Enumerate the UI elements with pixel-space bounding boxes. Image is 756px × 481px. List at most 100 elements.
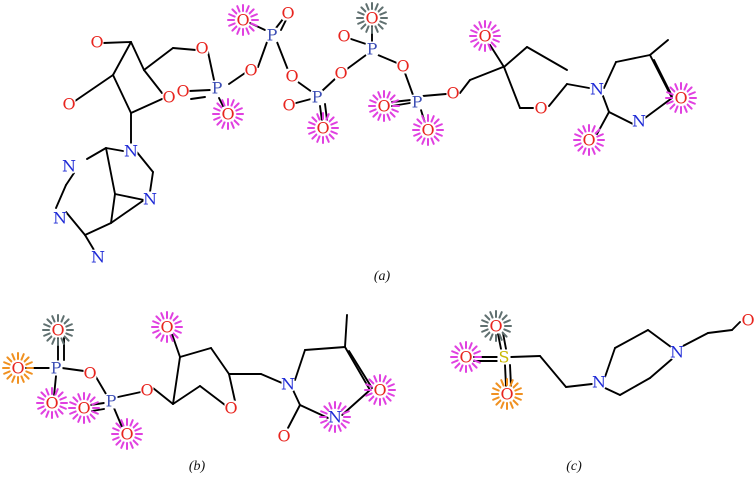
halo-b_O_3p bbox=[151, 311, 183, 343]
atom-bg-b_O_left bbox=[11, 360, 25, 376]
bond-b-5 bbox=[95, 376, 107, 395]
atom-bg-b_O_ring bbox=[224, 400, 238, 416]
bond-a-59 bbox=[649, 54, 673, 99]
bond-b-28 bbox=[287, 404, 301, 429]
bond-a-15 bbox=[84, 222, 112, 236]
atom-b_O_left: O bbox=[11, 359, 24, 378]
bond-b-17 bbox=[228, 373, 236, 402]
bond-a-2 bbox=[112, 41, 132, 76]
halo-b_O_top bbox=[42, 314, 74, 346]
atom-a_O_b2: O bbox=[285, 67, 298, 86]
atom-b_P2: P bbox=[106, 392, 117, 411]
atom-bg-b_N3 bbox=[328, 409, 342, 425]
atom-a_O_p1b: O bbox=[221, 105, 234, 124]
atom-bg-a_O_b1 bbox=[244, 62, 258, 78]
bond-a-50 bbox=[503, 46, 528, 68]
atom-a_P2: P bbox=[267, 26, 278, 45]
atom-bg-a_O_p5a bbox=[377, 98, 391, 114]
atom-b_N3: N bbox=[328, 408, 342, 427]
halo-a_O_p3b bbox=[307, 112, 339, 144]
atom-a_P4: P bbox=[367, 40, 378, 59]
atom-bg-a_P1 bbox=[210, 80, 224, 96]
bond-a-7 bbox=[143, 47, 174, 71]
atom-a_O_p4a: O bbox=[337, 27, 350, 46]
atom-a_O_r1: O bbox=[90, 33, 103, 52]
atom-bg-a_O_p1b bbox=[221, 106, 235, 122]
bond-c-12 bbox=[682, 332, 709, 347]
atom-bg-a_O_5p bbox=[195, 40, 209, 56]
atom-bg-a_O_p5b bbox=[421, 122, 435, 138]
bond-c-6 bbox=[510, 355, 541, 358]
atom-b_O_bot1: O bbox=[45, 394, 58, 413]
atom-a_N3: N bbox=[62, 157, 76, 176]
bond-b-25 bbox=[341, 389, 371, 416]
bond-b-9 bbox=[117, 391, 142, 398]
atom-b_O_5p: O bbox=[140, 381, 153, 400]
atom-a_O_b3: O bbox=[334, 64, 347, 83]
bond-b-7 bbox=[91, 408, 105, 412]
bond-a-4 bbox=[112, 74, 132, 114]
bond-a-26 bbox=[218, 97, 225, 109]
halo-a_O_p1b bbox=[212, 98, 244, 130]
atom-a_O_p2b: O bbox=[281, 4, 294, 23]
atom-a_O_p4b: O bbox=[365, 9, 378, 28]
halo-a_O_p2a bbox=[227, 4, 259, 36]
bond-c-15 bbox=[604, 387, 621, 396]
atom-bg-b_O_5p bbox=[140, 382, 154, 398]
bond-a-11 bbox=[86, 147, 107, 160]
atom-b_O_2: O bbox=[277, 427, 290, 446]
bond-a-22 bbox=[84, 234, 95, 251]
atom-bg-a_O_r2 bbox=[62, 96, 76, 112]
atom-bg-a_P3 bbox=[310, 89, 324, 105]
bond-a-3 bbox=[74, 74, 114, 102]
atom-bg-a_O_p4a bbox=[337, 28, 351, 44]
bond-b-12 bbox=[199, 385, 226, 406]
atom-b_O_low: O bbox=[77, 399, 90, 418]
atom-a_O_b4: O bbox=[396, 57, 409, 76]
caption-b: (b) bbox=[189, 459, 206, 474]
atom-bg-b_O_low bbox=[77, 400, 91, 416]
atom-bg-a_O_p2a bbox=[236, 12, 250, 28]
bond-a-46 bbox=[422, 93, 447, 97]
atom-bg-a_O_p3b bbox=[316, 120, 330, 136]
bond-a-28 bbox=[257, 41, 268, 68]
halo-b_O_4 bbox=[364, 374, 396, 406]
bond-a-6 bbox=[143, 69, 163, 94]
bond-a-34 bbox=[295, 98, 312, 104]
atom-c_O_left: O bbox=[459, 348, 472, 367]
bond-a-23 bbox=[207, 51, 215, 81]
bond-a-33 bbox=[297, 81, 313, 93]
atom-bg-a_O_p1a bbox=[176, 83, 190, 99]
bond-a-13 bbox=[55, 184, 67, 209]
bond-c-8 bbox=[565, 383, 593, 388]
bond-a-39 bbox=[350, 38, 367, 45]
bond-a-18 bbox=[114, 193, 145, 201]
bond-c-0 bbox=[497, 333, 502, 350]
bond-a-60 bbox=[653, 59, 673, 97]
atom-bg-a_N1 bbox=[53, 210, 67, 226]
atom-bg-a_N1t bbox=[590, 81, 604, 97]
halo-b_O_p2b bbox=[111, 418, 143, 450]
atom-bg-a_O_5p2 bbox=[446, 85, 460, 101]
atom-a_N1t: N bbox=[590, 80, 604, 99]
atom-a_N7: N bbox=[143, 190, 157, 209]
bond-a-38 bbox=[346, 54, 367, 70]
bond-a-35 bbox=[319, 105, 323, 122]
bond-a-42 bbox=[404, 72, 414, 96]
atom-bg-a_O_b3 bbox=[334, 65, 348, 81]
bond-a-31 bbox=[280, 19, 287, 31]
atom-bg-b_O_p2b bbox=[120, 426, 134, 442]
atom-c_S: S bbox=[499, 348, 510, 367]
atom-bg-a_O_b4 bbox=[396, 58, 410, 74]
bond-a-16 bbox=[110, 193, 116, 224]
bond-a-49 bbox=[489, 44, 505, 68]
bond-a-21 bbox=[149, 171, 154, 193]
atom-a_P3: P bbox=[312, 88, 323, 107]
bond-c-11 bbox=[647, 329, 672, 348]
bond-a-62 bbox=[608, 111, 634, 125]
atom-bg-a_N6 bbox=[91, 249, 105, 265]
